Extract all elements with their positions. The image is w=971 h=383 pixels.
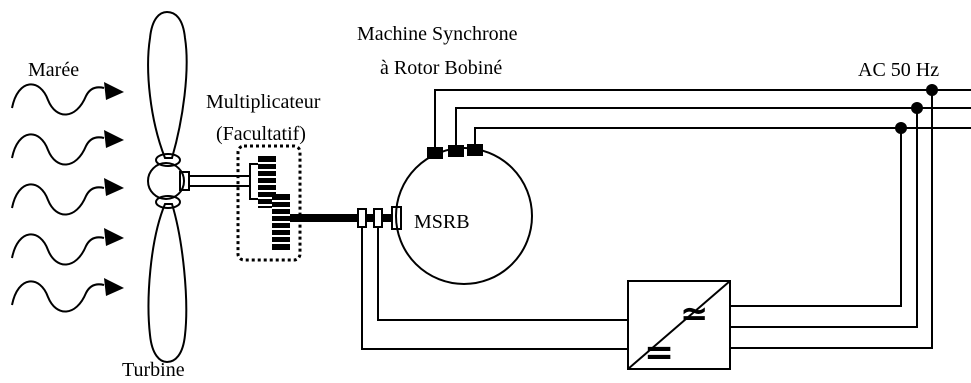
tide-arrows bbox=[11, 82, 124, 313]
low-speed-shaft bbox=[188, 175, 254, 187]
rotor-wires bbox=[361, 227, 628, 350]
tide-wave-arrow bbox=[11, 130, 124, 166]
gearbox-icon bbox=[236, 144, 302, 262]
dc-symbol: = bbox=[644, 332, 674, 373]
machine-icon bbox=[395, 144, 533, 285]
tide-wave-arrow bbox=[11, 278, 124, 313]
tide-wave-arrow bbox=[11, 228, 124, 266]
machine-abbrev-label: MSRB bbox=[414, 211, 470, 233]
converter-icon bbox=[627, 280, 731, 370]
multiplicateur-label: Multiplicateur bbox=[206, 91, 321, 113]
grid-label: AC 50 Hz bbox=[858, 59, 939, 81]
tide-wave-arrow bbox=[11, 178, 124, 216]
turbine-icon bbox=[147, 10, 190, 364]
stator-wires bbox=[434, 89, 971, 147]
high-speed-shaft bbox=[290, 206, 402, 230]
turbine-label: Turbine bbox=[122, 359, 185, 381]
tide-wave-arrow bbox=[11, 82, 124, 116]
ac-symbol: ≃ bbox=[680, 294, 709, 334]
machine-subtitle-label: à Rotor Bobiné bbox=[380, 57, 502, 79]
grid-junctions bbox=[730, 84, 938, 349]
machine-title-label: Machine Synchrone bbox=[357, 23, 518, 45]
multiplicateur-optional-label: (Facultatif) bbox=[216, 123, 306, 145]
maree-label: Marée bbox=[28, 59, 79, 81]
